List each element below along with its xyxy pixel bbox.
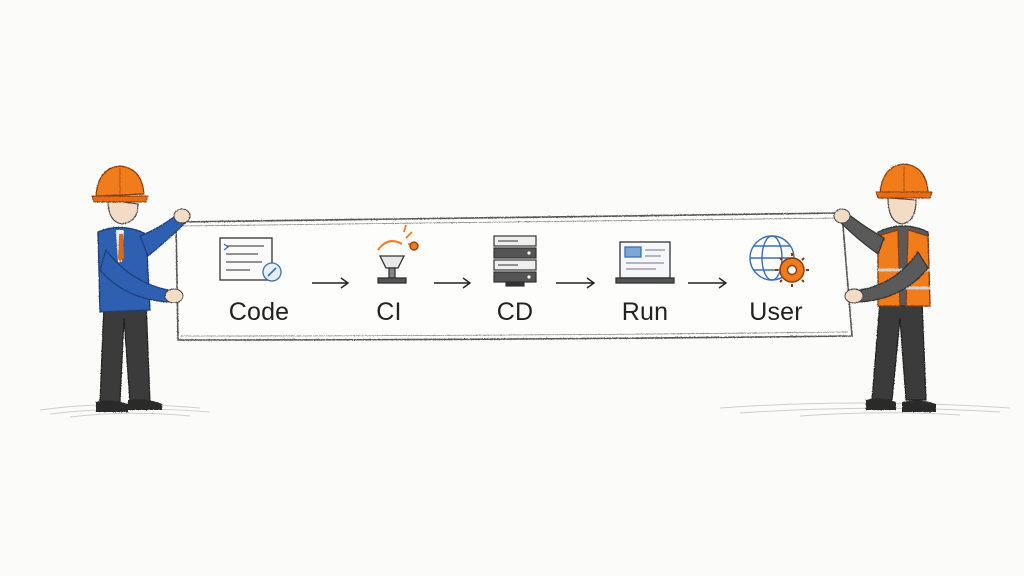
worker-right bbox=[833, 163, 936, 412]
globe-gear-icon bbox=[749, 235, 809, 287]
arrow-right-icon bbox=[688, 277, 728, 289]
step-label-run: Run bbox=[621, 298, 669, 326]
step-label-ci: CI bbox=[376, 298, 402, 326]
ground-shadow-right bbox=[719, 402, 1011, 417]
arrow-right-icon bbox=[312, 277, 350, 289]
server-rack-icon bbox=[493, 235, 537, 287]
step-label-user: User bbox=[749, 298, 803, 326]
arrow-right-icon bbox=[556, 277, 596, 289]
step-label-code: Code bbox=[228, 298, 290, 326]
build-machine-icon bbox=[377, 224, 419, 284]
step-label-cd: CD bbox=[496, 298, 534, 326]
code-document-icon bbox=[219, 237, 282, 282]
monitor-icon bbox=[615, 241, 675, 284]
worker-left bbox=[91, 165, 191, 412]
arrow-right-icon bbox=[434, 277, 472, 289]
